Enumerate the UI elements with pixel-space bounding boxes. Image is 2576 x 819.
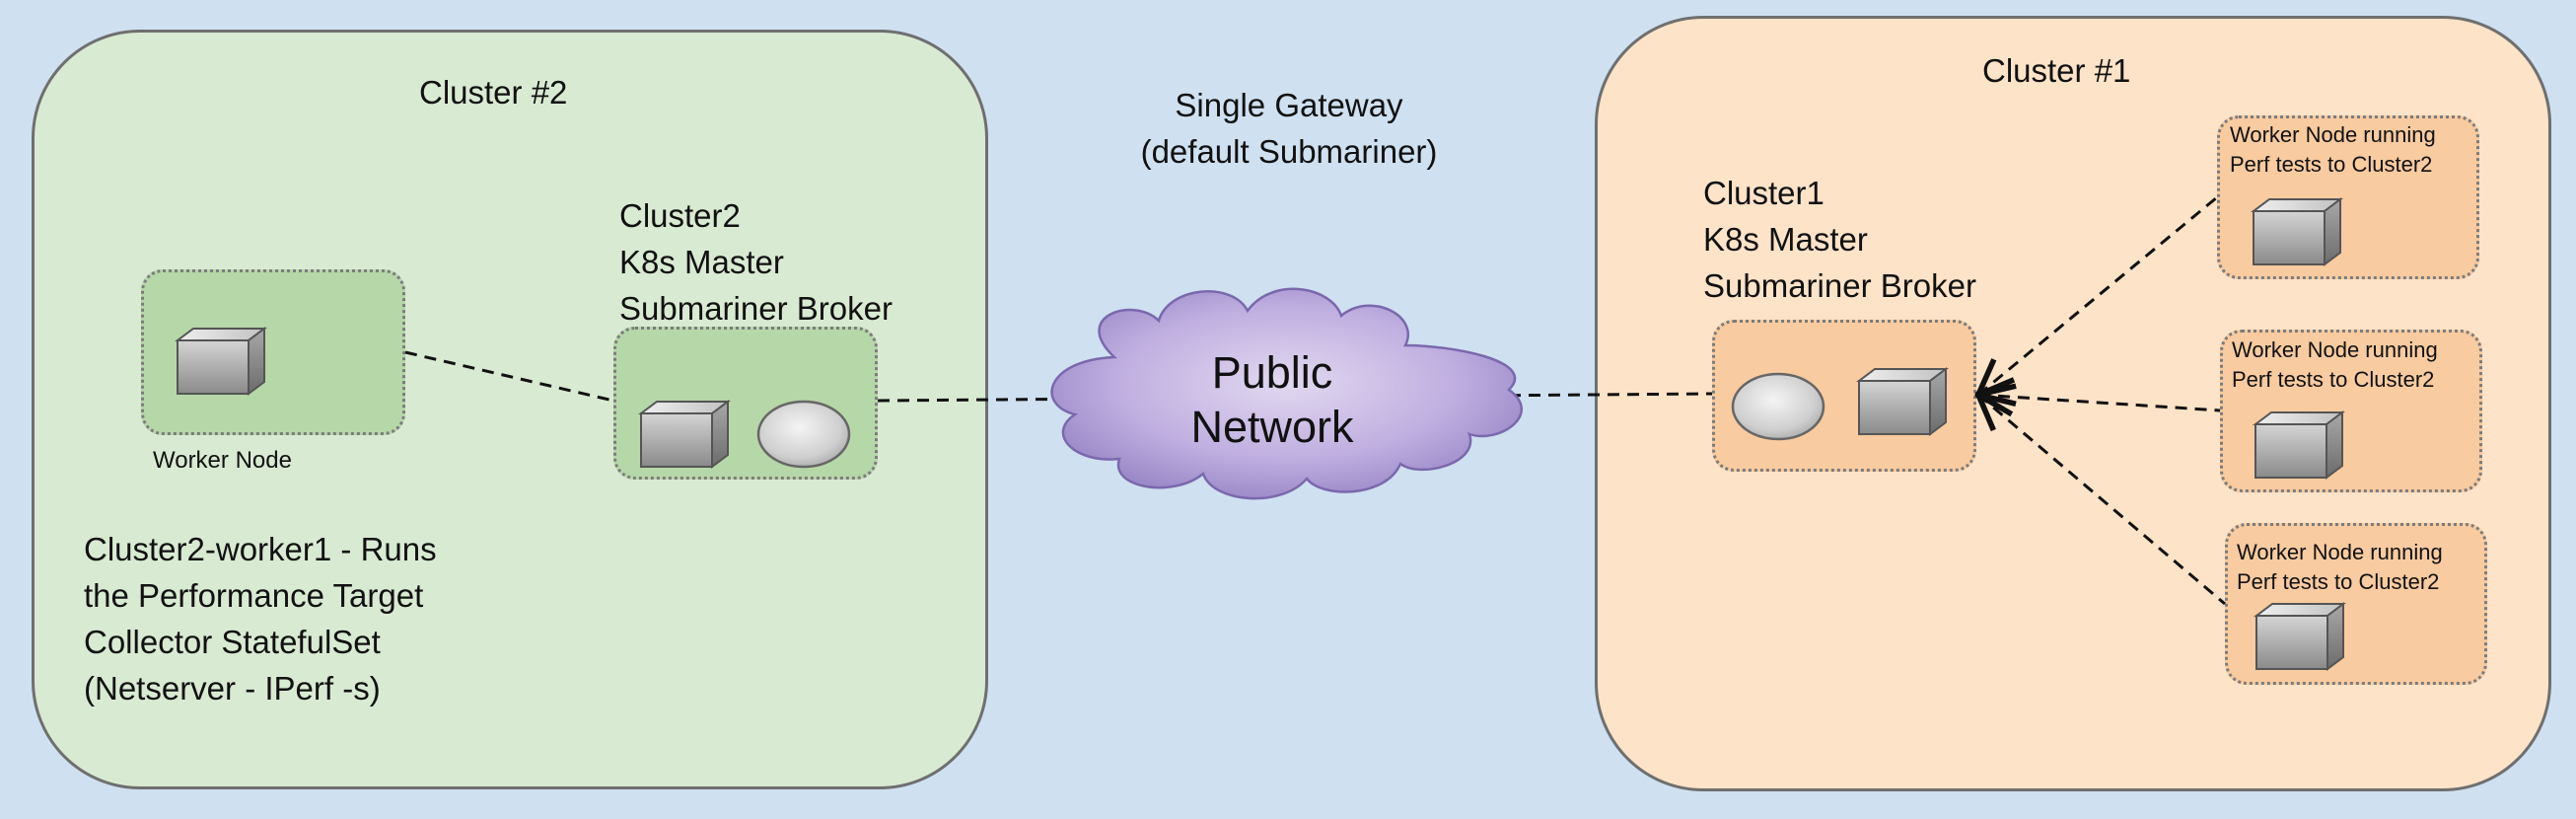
cluster1-worker-3-label: Worker Node running Perf tests to Cluste… — [2237, 538, 2443, 597]
cluster2-master-label: Cluster2 K8s Master Submariner Broker — [619, 192, 893, 332]
cluster2-description: Cluster2-worker1 - Runs the Performance … — [84, 526, 437, 711]
server-cube-icon — [2253, 410, 2345, 480]
cluster2-master-line2: K8s Master — [619, 244, 784, 280]
cluster1-worker-1-label: Worker Node running Perf tests to Cluste… — [2230, 120, 2436, 180]
cluster2-worker-node-label: Worker Node — [153, 447, 292, 474]
link-cluster2-worker-to-master — [404, 350, 614, 403]
cluster1-worker-2-label: Worker Node running Perf tests to Cluste… — [2232, 335, 2438, 395]
cluster2-master-line1: Cluster2 — [619, 197, 741, 234]
cluster1-master-line1: Cluster1 — [1703, 175, 1825, 211]
cluster1-worker-1-line2: Perf tests to Cluster2 — [2230, 152, 2433, 177]
cluster2-description-line2: the Performance Target — [84, 577, 424, 614]
cloud-label-line2: Network — [1190, 402, 1354, 452]
cluster1-worker-3-line2: Perf tests to Cluster2 — [2237, 569, 2440, 594]
cluster2-description-line1: Cluster2-worker1 - Runs — [84, 531, 437, 567]
cluster1-worker-2-line1: Worker Node running — [2232, 337, 2438, 362]
cluster1-worker-2-line2: Perf tests to Cluster2 — [2232, 367, 2435, 392]
cluster1-master-line2: K8s Master — [1703, 221, 1868, 258]
cluster2-description-line3: Collector StatefulSet — [84, 624, 381, 660]
cluster2-description-line4: (Netserver - IPerf -s) — [84, 670, 381, 707]
server-cube-icon — [2254, 602, 2346, 671]
router-disk-icon — [756, 400, 851, 469]
gateway-caption-line2: (default Submariner) — [1140, 133, 1438, 170]
cluster1-worker-3-line1: Worker Node running — [2237, 540, 2443, 564]
gateway-caption: Single Gateway (default Submariner) — [1092, 82, 1486, 175]
server-cube-icon — [1856, 367, 1949, 436]
cloud-label: Public Network — [1134, 345, 1410, 454]
cloud-icon — [1050, 287, 1523, 500]
cluster2-title: Cluster #2 — [419, 74, 568, 111]
cluster2-master-line3: Submariner Broker — [619, 290, 893, 327]
gateway-caption-line1: Single Gateway — [1175, 87, 1403, 123]
router-disk-icon — [1731, 372, 1825, 441]
cluster1-master-label: Cluster1 K8s Master Submariner Broker — [1703, 170, 1976, 309]
cluster1-master-line3: Submariner Broker — [1703, 267, 1976, 304]
cluster1-title: Cluster #1 — [1982, 52, 2131, 89]
link-cluster1-master-to-worker-2 — [1978, 395, 2221, 410]
server-cube-icon — [175, 327, 267, 396]
cluster1-worker-1-line1: Worker Node running — [2230, 122, 2436, 147]
link-cluster1-master-to-worker-1 — [1978, 195, 2218, 395]
server-cube-icon — [638, 400, 731, 469]
server-cube-icon — [2251, 197, 2343, 266]
cloud-label-line1: Public — [1211, 347, 1333, 398]
link-cluster1-master-to-worker-3 — [1978, 395, 2226, 606]
